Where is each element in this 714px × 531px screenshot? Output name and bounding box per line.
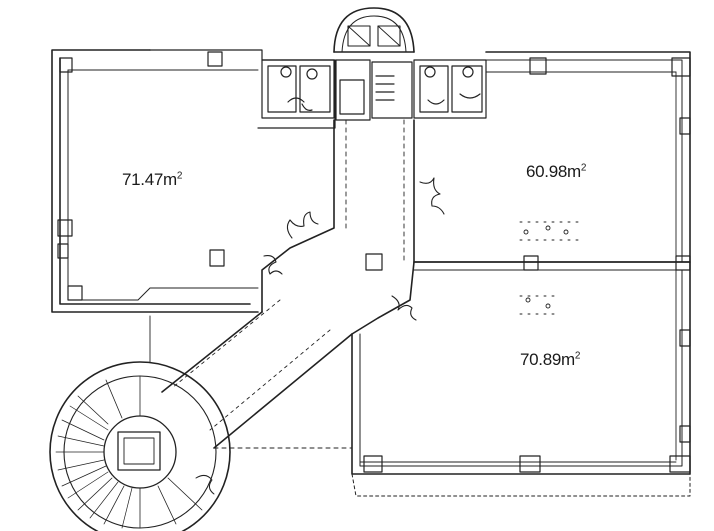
area-unit-west: 2 [176, 170, 183, 182]
room-west-outline [51, 49, 336, 313]
diagonal-corridor [161, 299, 353, 449]
columns-west [57, 51, 225, 301]
columns-east [363, 57, 691, 473]
area-label-northeast: 60.98m2 [526, 162, 586, 182]
area-value-west: 71.47m [122, 170, 177, 189]
area-value-southeast: 70.89m [520, 350, 575, 369]
area-unit-northeast: 2 [580, 162, 587, 174]
area-value-northeast: 60.98m [526, 162, 581, 181]
room-northeast-outline [413, 51, 691, 263]
north-core [261, 59, 487, 121]
spiral-stair [49, 315, 231, 531]
room-southeast-outline [213, 261, 691, 497]
corridor-spine [261, 119, 445, 335]
north-bay [333, 7, 415, 53]
room-fixtures [519, 221, 581, 315]
area-label-west: 71.47m2 [122, 170, 182, 190]
area-label-southeast: 70.89m2 [520, 350, 580, 370]
area-unit-southeast: 2 [574, 350, 581, 362]
